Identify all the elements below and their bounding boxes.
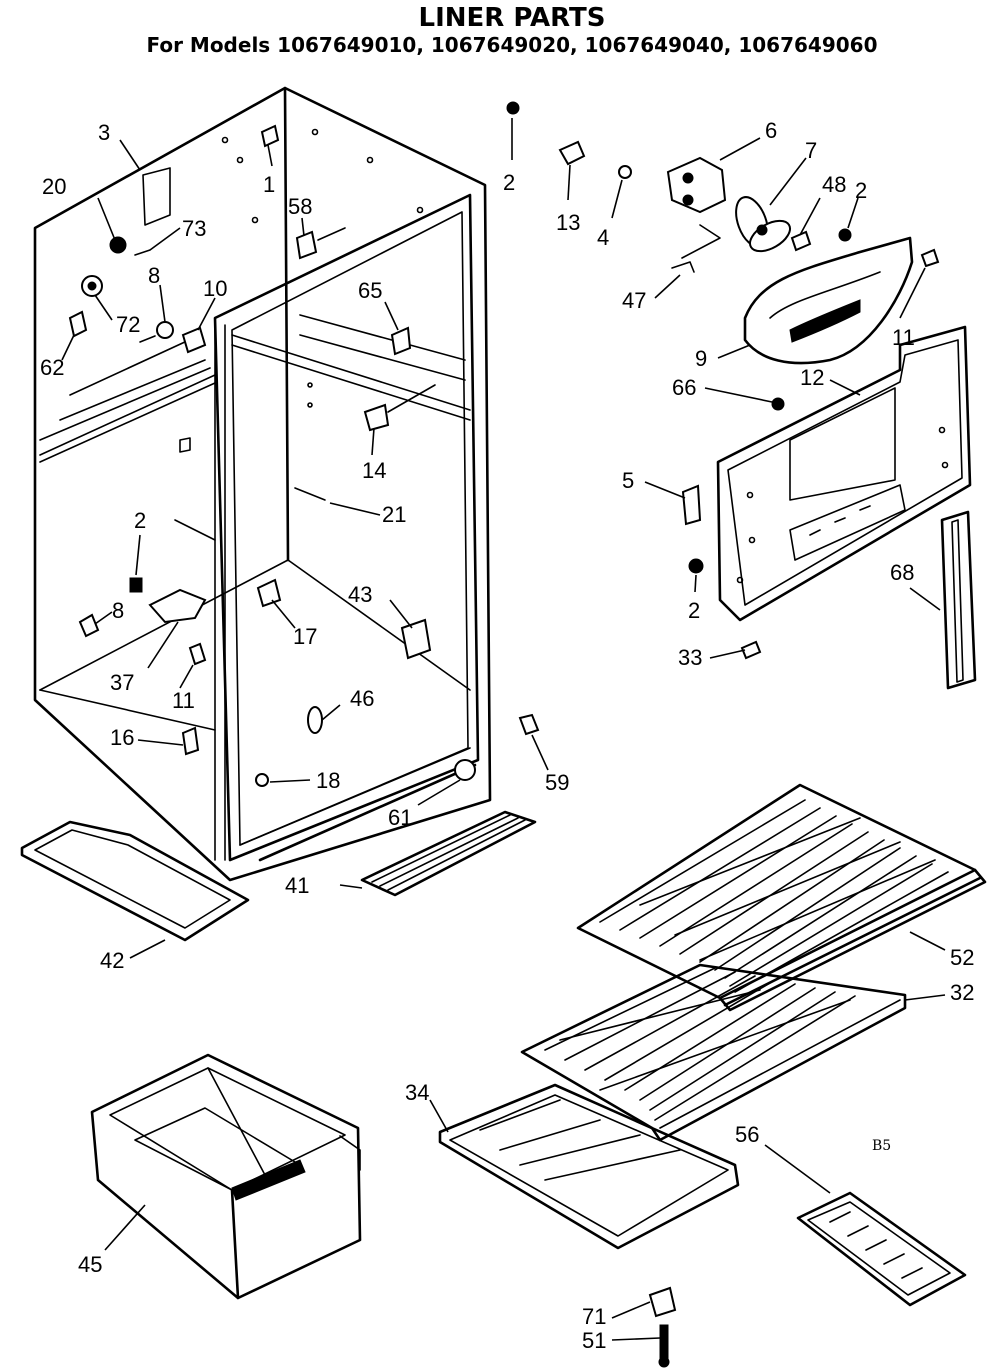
part-42-tray [20,820,250,942]
callout-4: 4 [597,225,609,250]
callout-48: 48 [822,172,846,197]
fan-assembly [506,101,940,411]
callout-73: 73 [182,216,206,241]
callout-7: 7 [805,138,817,163]
callout-12: 12 [800,365,824,390]
leader-lines [61,118,946,1341]
callout-18: 18 [316,768,340,793]
callout-2: 2 [855,178,867,203]
liner-hardware [68,124,540,787]
page-code: B5 [872,1138,891,1154]
callout-21: 21 [382,502,406,527]
diagram-subtitle: For Models 1067649010, 1067649020, 10676… [147,33,878,57]
callout-10: 10 [203,276,227,301]
part-52-shelf [576,783,987,1012]
part-41-grille [360,810,537,897]
callout-47: 47 [622,288,646,313]
callout-58: 58 [288,194,312,219]
callout-2: 2 [503,170,515,195]
callout-59: 59 [545,770,569,795]
callout-56: 56 [735,1122,759,1147]
callout-2: 2 [688,598,700,623]
callout-46: 46 [350,686,374,711]
callout-13: 13 [556,210,580,235]
callout-5: 5 [622,468,634,493]
callout-71: 71 [582,1304,606,1329]
callout-11: 11 [172,688,195,713]
part-71-51-control [648,1286,677,1368]
callout-62: 62 [40,355,64,380]
callout-2: 2 [134,508,146,533]
callout-41: 41 [285,873,309,898]
part-12-evaporator-cover [716,325,972,622]
part-32-shelf [520,963,907,1142]
callout-61: 61 [388,805,412,830]
callout-16: 16 [110,725,134,750]
callout-33: 33 [678,645,702,670]
callout-17: 17 [293,624,317,649]
callout-8: 8 [112,598,124,623]
part-68-trim [940,510,977,690]
callout-32: 32 [950,980,974,1005]
diagram-title: LINER PARTS [419,3,606,33]
part-45-crisper-drawer [90,1053,362,1300]
callout-51: 51 [582,1328,606,1353]
callout-1: 1 [263,172,275,197]
callout-52: 52 [950,945,974,970]
callout-66: 66 [672,375,696,400]
callout-68: 68 [890,560,914,585]
callout-20: 20 [42,174,66,199]
callout-9: 9 [695,346,707,371]
callout-42: 42 [100,948,124,973]
callout-3: 3 [98,120,110,145]
callout-11: 11 [892,325,915,350]
callout-37: 37 [110,670,134,695]
cover-hardware [681,484,762,660]
callout-labels: 1 2 2 2 2 3 4 5 6 7 8 8 9 10 11 11 12 13… [40,118,974,1353]
callout-14: 14 [362,458,386,483]
part-34-crisper-cover [438,1083,740,1250]
callout-43: 43 [348,582,372,607]
callout-34: 34 [405,1080,429,1105]
part-56-ice-tray [796,1191,967,1307]
callout-65: 65 [358,278,382,303]
callout-6: 6 [765,118,777,143]
callout-8: 8 [148,263,160,288]
cabinet-liner [33,86,492,882]
callout-45: 45 [78,1252,102,1277]
callout-72: 72 [116,312,140,337]
